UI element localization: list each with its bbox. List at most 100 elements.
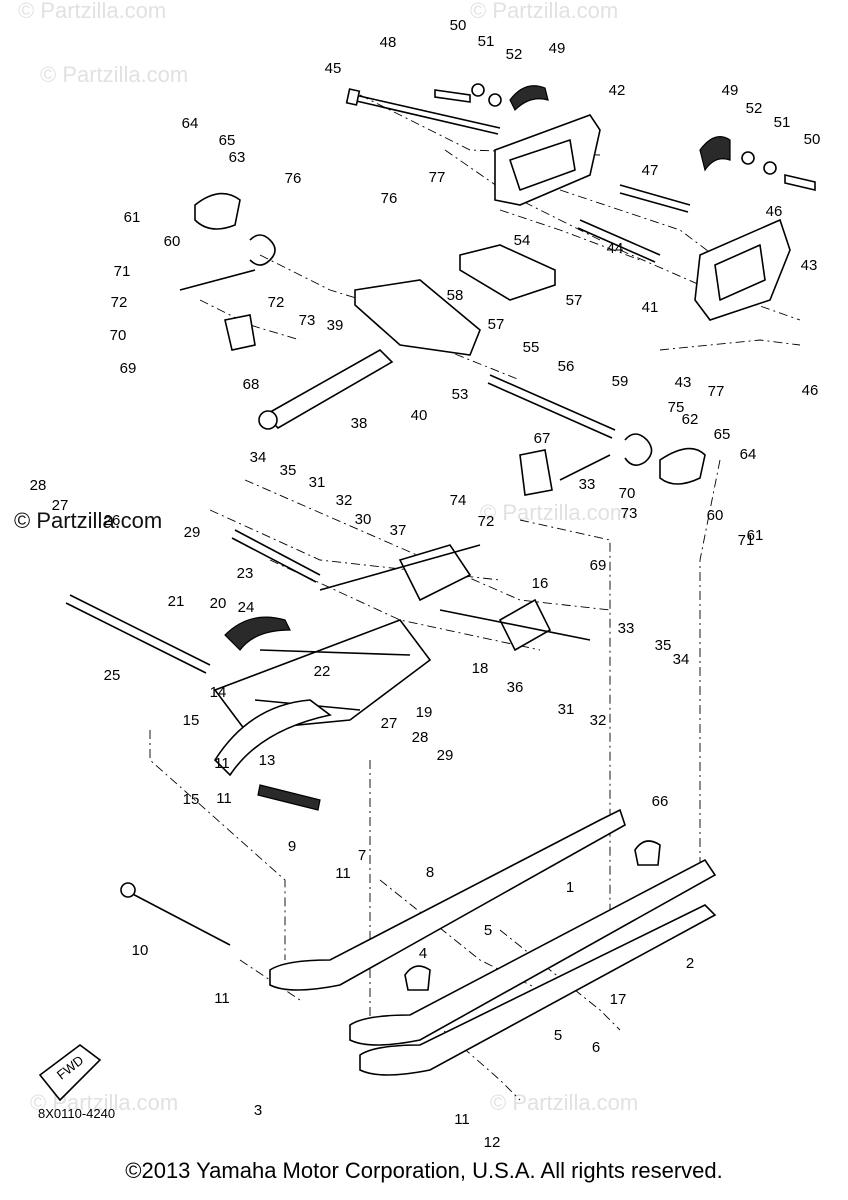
callout-40: 40 [411, 407, 428, 424]
callout-59: 59 [612, 373, 629, 390]
callout-63: 63 [229, 149, 246, 166]
shock-38 [263, 349, 394, 430]
callout-5: 5 [484, 922, 492, 939]
callout-16: 16 [532, 575, 549, 592]
fwd-arrow [38, 1044, 102, 1102]
callout-50: 50 [450, 17, 467, 34]
callout-39: 39 [327, 317, 344, 334]
runner-rail-1 [349, 858, 717, 1046]
callout-71: 71 [738, 532, 755, 549]
callout-22: 22 [314, 663, 331, 680]
runner-rail-2 [359, 904, 717, 1076]
callout-49: 49 [722, 82, 739, 99]
callout-67: 67 [534, 430, 551, 447]
callout-24: 24 [238, 599, 255, 616]
callout-43: 43 [801, 257, 818, 274]
shaft-45 [354, 94, 501, 129]
callout-25: 25 [104, 667, 121, 684]
callout-65: 65 [714, 426, 731, 443]
callout-35: 35 [655, 637, 672, 654]
callout-31: 31 [558, 701, 575, 718]
callout-12: 12 [484, 1134, 501, 1151]
shaft-26 [69, 594, 211, 666]
callout-41: 41 [642, 299, 659, 316]
callout-76: 76 [381, 190, 398, 207]
callout-64: 64 [740, 446, 757, 463]
watermark: © Partzilla.com [18, 0, 166, 23]
callout-72: 72 [478, 513, 495, 530]
callout-70: 70 [110, 327, 127, 344]
callout-51: 51 [478, 33, 495, 50]
callout-6: 6 [592, 1039, 600, 1056]
callout-20: 20 [210, 595, 227, 612]
callout-17: 17 [610, 991, 627, 1008]
callout-49: 49 [549, 40, 566, 57]
callout-55: 55 [523, 339, 540, 356]
callout-15: 15 [183, 791, 200, 808]
callout-54: 54 [514, 232, 531, 249]
callout-28: 28 [412, 729, 429, 746]
callout-42: 42 [609, 82, 626, 99]
callout-31: 31 [309, 474, 326, 491]
bracket-41 [694, 218, 791, 321]
callout-61: 61 [124, 209, 141, 226]
callout-32: 32 [590, 712, 607, 729]
callout-11: 11 [214, 990, 230, 1007]
callout-27: 27 [52, 497, 69, 514]
callout-21: 21 [168, 593, 185, 610]
callout-57: 57 [488, 316, 505, 333]
runner-rail-left [269, 808, 626, 991]
callout-35: 35 [280, 462, 297, 479]
callout-70: 70 [619, 485, 636, 502]
callout-36: 36 [507, 679, 524, 696]
assembly-lines [149, 94, 801, 1101]
callout-56: 56 [558, 358, 575, 375]
callout-60: 60 [707, 507, 724, 524]
callout-18: 18 [472, 660, 489, 677]
callout-30: 30 [355, 511, 372, 528]
callout-11: 11 [335, 865, 351, 882]
callout-13: 13 [259, 752, 276, 769]
callout-76: 76 [285, 170, 302, 187]
callout-74: 74 [450, 492, 467, 509]
callout-69: 69 [590, 557, 607, 574]
callout-11: 11 [214, 755, 230, 772]
cap-49 [509, 85, 549, 112]
parts-drawing: FWD [38, 83, 816, 1102]
callout-50: 50 [804, 131, 821, 148]
callout-68: 68 [243, 376, 260, 393]
callout-37: 37 [390, 522, 407, 539]
spring-75 [249, 234, 276, 266]
callout-72: 72 [268, 294, 285, 311]
callout-75: 75 [668, 399, 685, 416]
callout-73: 73 [299, 312, 316, 329]
callout-10: 10 [132, 942, 149, 959]
callout-73: 73 [621, 505, 638, 522]
callout-4: 4 [419, 945, 427, 962]
diagram-code: 8X0110-4240 [38, 1106, 115, 1121]
callout-11: 11 [454, 1111, 470, 1128]
callout-44: 44 [607, 240, 624, 257]
link-54 [459, 244, 556, 301]
callout-69: 69 [120, 360, 137, 377]
callout-32: 32 [336, 492, 353, 509]
callout-46: 46 [802, 382, 819, 399]
callout-9: 9 [288, 838, 296, 855]
callout-58: 58 [447, 287, 464, 304]
callout-48: 48 [380, 34, 397, 51]
watermark: © Partzilla.com [480, 500, 628, 525]
watermark: © Partzilla.com [490, 1090, 638, 1115]
callout-34: 34 [250, 449, 267, 466]
arm-20 [213, 619, 432, 731]
callout-46: 46 [766, 203, 783, 220]
arm-53 [354, 279, 481, 356]
callout-14: 14 [210, 684, 227, 701]
callout-66: 66 [652, 793, 669, 810]
watermark: © Partzilla.com [470, 0, 618, 23]
callout-43: 43 [675, 374, 692, 391]
callout-33: 33 [618, 620, 635, 637]
callout-34: 34 [673, 651, 690, 668]
callout-3: 3 [254, 1102, 262, 1119]
callout-77: 77 [429, 169, 446, 186]
